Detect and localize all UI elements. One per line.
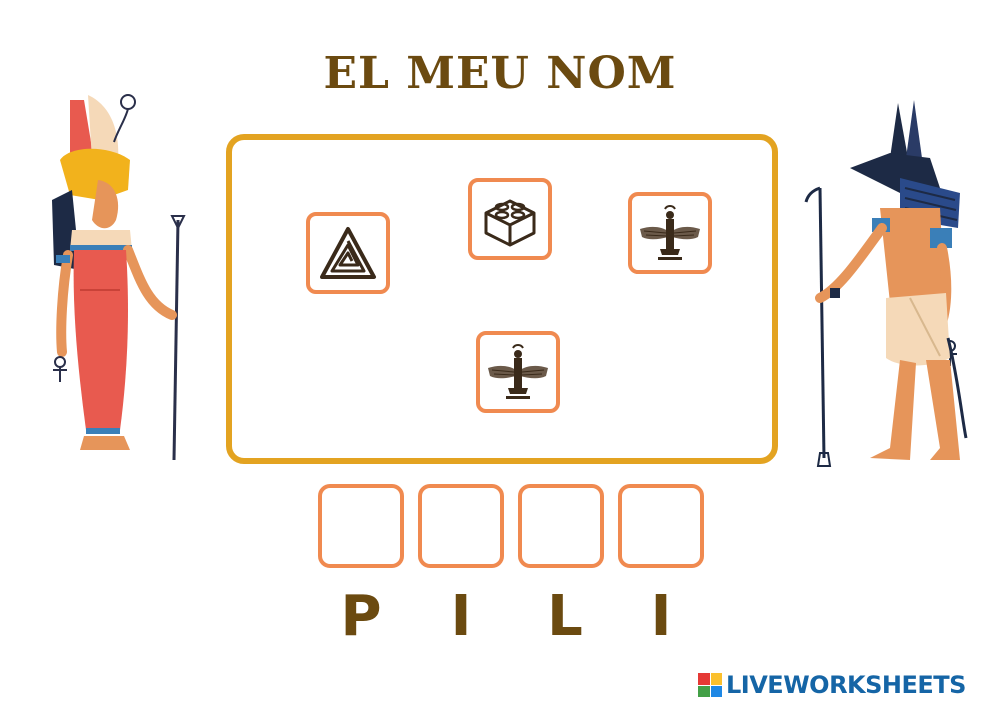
lego-brick-icon [484, 199, 536, 247]
name-letter: L [547, 584, 583, 649]
answer-slot-3[interactable] [518, 484, 604, 568]
liveworksheets-brand: LIVEWORKSHEETS [698, 670, 966, 700]
spiral-triangle-icon [320, 227, 376, 279]
name-letter: I [450, 584, 472, 649]
egyptian-goddess-figure [52, 94, 186, 461]
liveworksheets-logo-icon [698, 673, 722, 697]
tile-winged-figure[interactable] [628, 192, 712, 274]
tile-spiral-triangle[interactable] [306, 212, 390, 294]
page-title: EL MEU NOM [323, 48, 677, 99]
tile-winged-figure[interactable] [476, 331, 560, 413]
answer-board[interactable] [226, 134, 778, 464]
name-letter: I [650, 584, 672, 649]
tile-lego-brick[interactable] [468, 178, 552, 260]
answer-slot-1[interactable] [318, 484, 404, 568]
brand-text: LIVEWORKSHEETS [726, 671, 966, 699]
answer-slot-2[interactable] [418, 484, 504, 568]
answer-slot-4[interactable] [618, 484, 704, 568]
name-letter: P [340, 584, 382, 649]
winged-goddess-icon [488, 344, 548, 399]
anubis-figure [804, 100, 968, 467]
winged-goddess-icon [640, 205, 700, 260]
